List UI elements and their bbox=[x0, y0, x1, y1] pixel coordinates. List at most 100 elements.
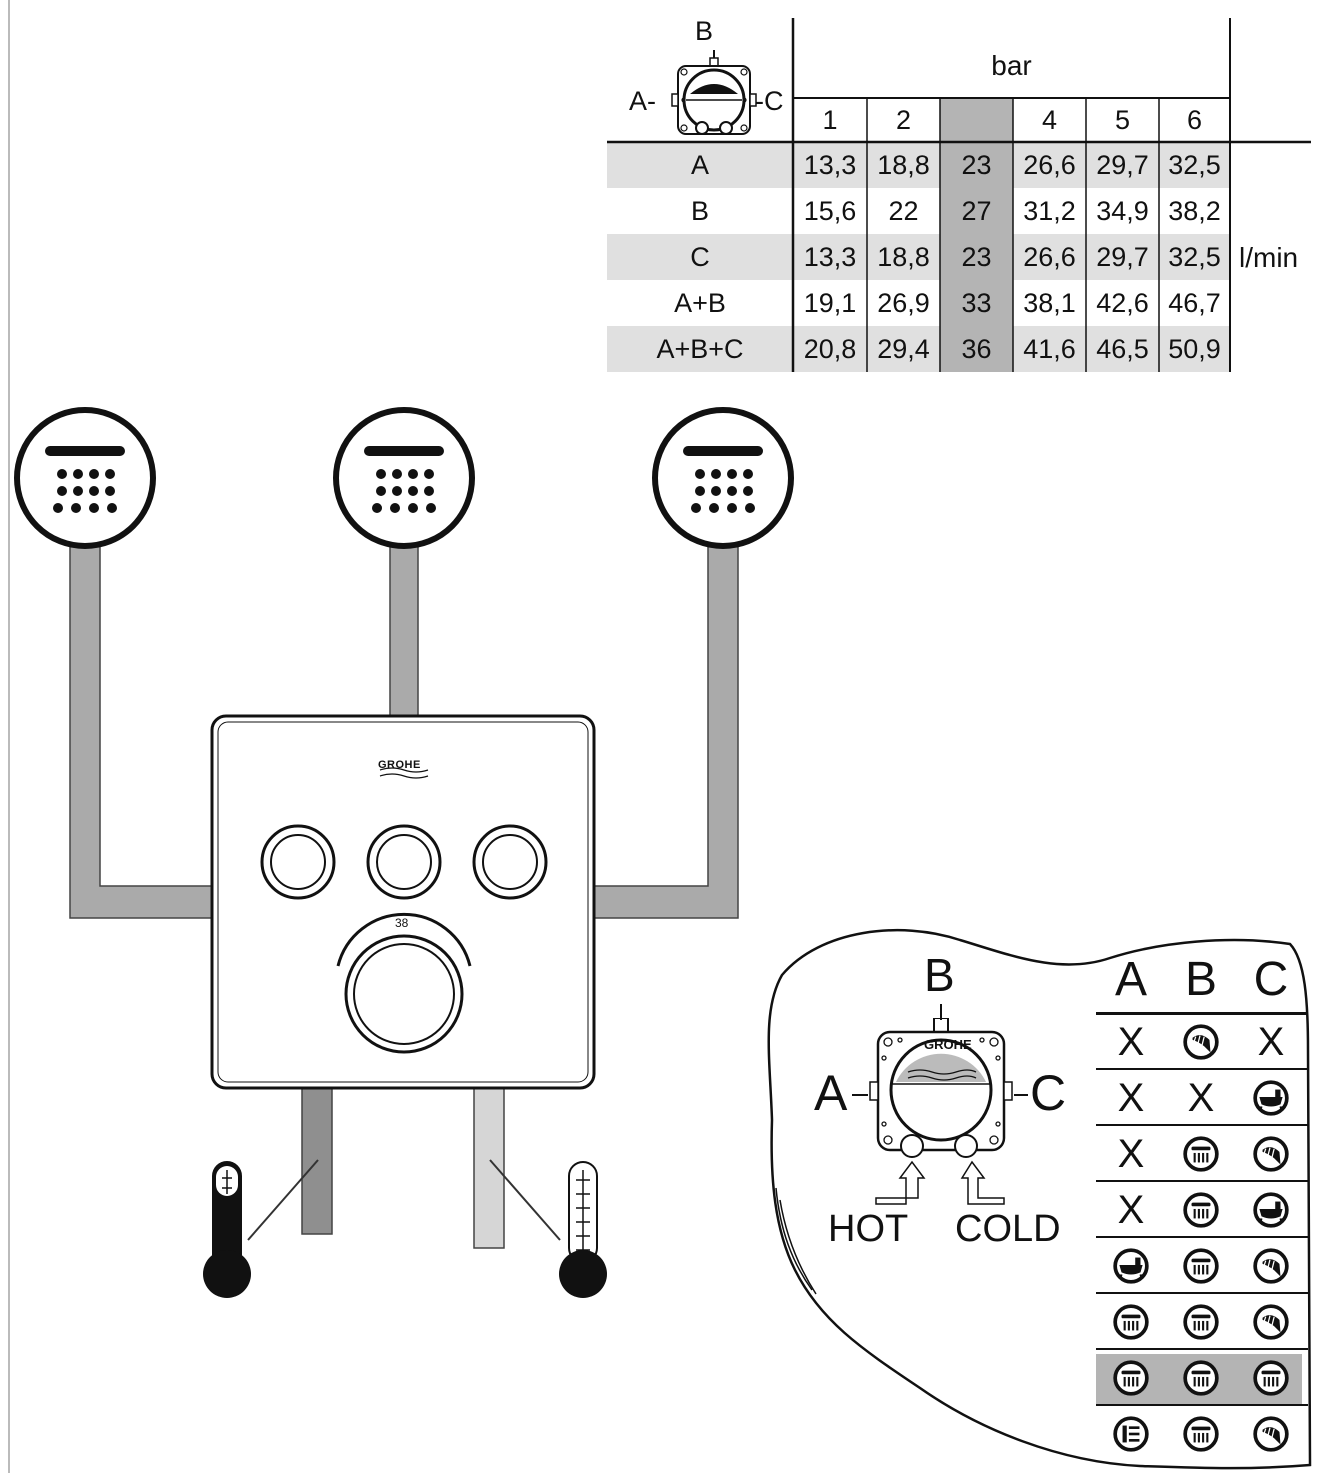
flow-value-cell: 23 bbox=[961, 149, 992, 180]
row-separator bbox=[1096, 1348, 1308, 1350]
outlet-pipes bbox=[69, 539, 739, 919]
row-shade bbox=[607, 142, 793, 188]
page-left-rule bbox=[8, 0, 10, 1473]
pressure-header-6: 6 bbox=[1186, 104, 1203, 135]
shower-head-right-icon bbox=[652, 407, 794, 549]
outlet-row-label: C bbox=[690, 241, 710, 272]
row-shade bbox=[607, 326, 793, 372]
outlet-off-mark: X bbox=[1117, 1075, 1145, 1120]
row-shade bbox=[1013, 142, 1086, 188]
cold-supply-pipe bbox=[473, 1087, 505, 1249]
flow-value-cell: 29,7 bbox=[1096, 241, 1149, 272]
flow-value-cell: 42,6 bbox=[1096, 287, 1149, 318]
valve-brand-logo: GROHE bbox=[924, 1037, 972, 1052]
hand-shower-icon bbox=[1166, 1016, 1236, 1068]
row-separator bbox=[1096, 1180, 1308, 1182]
valve-port-label-c: C bbox=[1030, 1065, 1067, 1121]
head-shower-icon bbox=[1096, 1352, 1166, 1404]
row-shade bbox=[1159, 142, 1230, 188]
bath-spout-icon bbox=[1236, 1184, 1306, 1236]
flow-value-cell: 38,1 bbox=[1023, 287, 1076, 318]
outlet-row-label: B bbox=[690, 195, 709, 226]
hand-shower-icon bbox=[1236, 1408, 1306, 1460]
outlet-row-label: A+B+C bbox=[656, 333, 744, 364]
highlighted-pressure-column bbox=[940, 98, 1013, 372]
pressure-header-5: 5 bbox=[1114, 104, 1131, 135]
pressure-header-2: 2 bbox=[895, 104, 912, 135]
flow-value-cell: 18,8 bbox=[877, 241, 930, 272]
flow-value-cell: 26,6 bbox=[1023, 149, 1076, 180]
outlet-off-mark: X bbox=[1187, 1075, 1215, 1120]
cold-thermometer-icon bbox=[559, 1161, 607, 1298]
mini-valve-label-c: -C bbox=[755, 86, 784, 116]
hand-shower-icon bbox=[1236, 1296, 1306, 1348]
row-shade bbox=[1159, 326, 1230, 372]
row-shade bbox=[1013, 326, 1086, 372]
head-shower-icon bbox=[1166, 1352, 1236, 1404]
pressure-unit-header: bar bbox=[991, 50, 1032, 81]
hand-shower-icon bbox=[1236, 1128, 1306, 1180]
temperature-mark: 38 bbox=[395, 916, 409, 930]
flow-value-cell: 32,5 bbox=[1168, 241, 1221, 272]
flow-value-cell: 20,8 bbox=[803, 333, 857, 364]
outlet-button-a[interactable] bbox=[260, 824, 336, 900]
port-a-line bbox=[852, 1094, 868, 1096]
flow-rate-table: B A- -C bar l/min 123456 A13,318,82326,6… bbox=[605, 14, 1325, 394]
row-shade bbox=[793, 234, 867, 280]
outlet-off-mark: X bbox=[1117, 1019, 1145, 1064]
bath-spout-icon bbox=[1096, 1240, 1166, 1292]
flow-value-cell: 32,5 bbox=[1168, 149, 1221, 180]
outlet-row-label: A+B bbox=[674, 287, 726, 318]
installation-diagram bbox=[14, 407, 794, 1298]
flow-value-cell: 22 bbox=[888, 195, 919, 226]
combination-column-header-b: B bbox=[1184, 953, 1217, 1006]
flow-value-cell: 15,6 bbox=[803, 195, 857, 226]
outlet-row-label: A bbox=[690, 149, 709, 180]
head-shower-icon bbox=[1166, 1296, 1236, 1348]
head-shower-icon bbox=[1236, 1352, 1306, 1404]
head-shower-icon bbox=[1096, 1296, 1166, 1348]
row-shade bbox=[867, 234, 940, 280]
row-separator bbox=[1096, 1012, 1308, 1015]
head-shower-icon bbox=[1166, 1128, 1236, 1180]
row-separator bbox=[1096, 1068, 1308, 1070]
outlet-button-c[interactable] bbox=[472, 824, 548, 900]
hot-inlet-label: HOT bbox=[828, 1208, 909, 1250]
shower-head-left-icon bbox=[14, 407, 156, 549]
row-shade bbox=[1086, 234, 1159, 280]
row-shade bbox=[607, 234, 793, 280]
valve-port-label-a: A bbox=[814, 1065, 848, 1121]
mini-valve-label-b: B bbox=[695, 16, 714, 46]
flow-value-cell: 38,2 bbox=[1168, 195, 1221, 226]
pressure-header-1: 1 bbox=[822, 104, 838, 135]
thermostat-brand-logo: GROHE bbox=[378, 759, 421, 771]
pressure-header-4: 4 bbox=[1041, 104, 1058, 135]
row-separator bbox=[1096, 1236, 1308, 1238]
head-shower-icon bbox=[1166, 1184, 1236, 1236]
row-shade bbox=[1159, 234, 1230, 280]
port-c-line bbox=[1014, 1094, 1028, 1096]
row-shade bbox=[793, 142, 867, 188]
outlet-button-b[interactable] bbox=[366, 824, 442, 900]
mini-valve-diagram bbox=[671, 50, 757, 135]
flow-value-cell: 23 bbox=[961, 241, 992, 272]
temperature-knob[interactable] bbox=[344, 934, 464, 1054]
flow-value-cell: 29,4 bbox=[877, 333, 930, 364]
outlet-off-mark: X bbox=[1257, 1019, 1285, 1064]
head-shower-icon bbox=[1166, 1240, 1236, 1292]
flow-value-cell: 26,9 bbox=[877, 287, 930, 318]
hand-shower-icon bbox=[1236, 1240, 1306, 1292]
row-separator bbox=[1096, 1292, 1308, 1294]
row-shade bbox=[867, 142, 940, 188]
body-jet-icon bbox=[1096, 1408, 1166, 1460]
row-separator bbox=[1096, 1124, 1308, 1126]
row-shade bbox=[793, 326, 867, 372]
flow-value-cell: 27 bbox=[961, 195, 992, 226]
flow-value-cell: 26,6 bbox=[1023, 241, 1076, 272]
flow-value-cell: 33 bbox=[961, 287, 992, 318]
head-shower-icon bbox=[1166, 1408, 1236, 1460]
flow-value-cell: 31,2 bbox=[1023, 195, 1076, 226]
row-shade bbox=[867, 326, 940, 372]
thermostat-panel bbox=[210, 714, 596, 1090]
mini-valve-label-a: A- bbox=[629, 86, 656, 116]
